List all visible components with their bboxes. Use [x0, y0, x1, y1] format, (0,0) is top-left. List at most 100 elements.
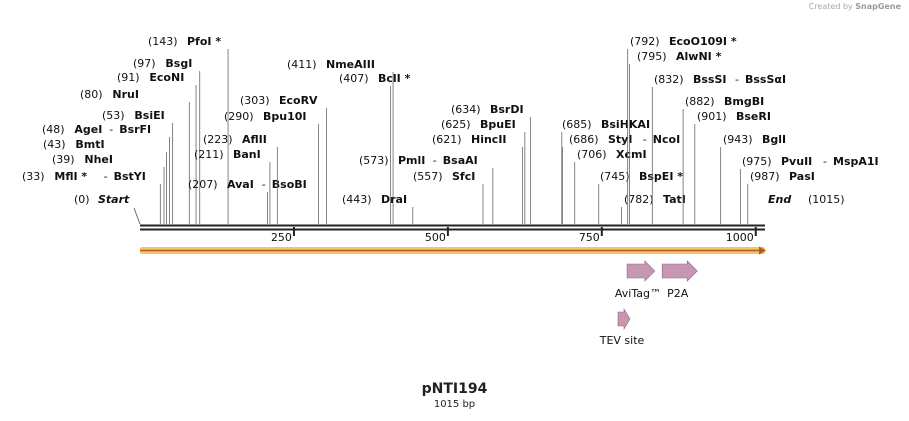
enzyme-name[interactable]: SfcI: [452, 170, 475, 183]
site-position: (211): [194, 148, 224, 161]
enzyme-name[interactable]: AvaI: [227, 178, 254, 191]
site-position: (634): [451, 103, 481, 116]
site-separator: -: [104, 170, 108, 183]
enzyme-name[interactable]: Bpu10I: [263, 110, 307, 123]
site-position: (143): [148, 35, 178, 48]
enzyme-name[interactable]: EcoRV: [279, 94, 318, 107]
enzyme-name[interactable]: PasI: [789, 170, 815, 183]
enzyme-name[interactable]: XcmI: [616, 148, 647, 161]
enzyme-name[interactable]: BstYI: [114, 170, 146, 183]
site-position: (33): [22, 170, 45, 183]
site-position: (53): [102, 109, 125, 122]
credit-prefix: Created by: [808, 2, 853, 11]
site-position: (882): [685, 95, 715, 108]
enzyme-name[interactable]: PmlI: [398, 154, 425, 167]
site-position: (443): [342, 193, 372, 206]
enzyme-name[interactable]: BspEI *: [639, 170, 683, 183]
site-position: (901): [697, 110, 727, 123]
enzyme-name[interactable]: BmtI: [75, 138, 104, 151]
avitag-feature-label: AviTag™: [615, 287, 661, 300]
enzyme-name[interactable]: AgeI: [74, 123, 102, 136]
enzyme-name[interactable]: BglI: [762, 133, 786, 146]
site-separator: -: [433, 154, 437, 167]
site-position: (43): [43, 138, 66, 151]
plasmid-length: 1015 bp: [433, 399, 476, 410]
site-position: (223): [203, 133, 233, 146]
start-label: Start: [98, 193, 130, 206]
enzyme-name[interactable]: AflII: [242, 133, 267, 146]
enzyme-name[interactable]: NcoI: [653, 133, 680, 146]
p2a-feature-label: P2A: [667, 287, 689, 300]
enzyme-name[interactable]: TatI: [663, 193, 686, 206]
site-position: (303): [240, 94, 270, 107]
enzyme-name[interactable]: BanI: [233, 148, 261, 161]
enzyme-name[interactable]: EcoO109I *: [669, 35, 737, 48]
site-position: (411): [287, 58, 317, 71]
enzyme-name[interactable]: BsiHKAI: [601, 118, 650, 131]
ruler-tick-label: 750: [579, 231, 600, 244]
enzyme-name[interactable]: MspA1I: [833, 155, 879, 168]
ruler-tick-label: 500: [425, 231, 446, 244]
enzyme-name[interactable]: BmgBI: [724, 95, 764, 108]
enzyme-name[interactable]: BsaAI: [443, 154, 478, 167]
site-position: (832): [654, 73, 684, 86]
site-separator: -: [109, 123, 113, 136]
site-separator: -: [735, 73, 739, 86]
enzyme-name[interactable]: BssSI: [693, 73, 727, 86]
site-position: (48): [42, 123, 65, 136]
end-label: End: [768, 193, 791, 206]
enzyme-name[interactable]: StyI: [608, 133, 632, 146]
ruler-tick-label: 250: [271, 231, 292, 244]
site-position: (686): [569, 133, 599, 146]
site-position: (80): [80, 88, 103, 101]
site-separator: -: [643, 133, 647, 146]
site-position: (625): [441, 118, 471, 131]
site-separator: -: [262, 178, 266, 191]
tev-site-feature-label: TEV site: [599, 334, 645, 347]
site-position: (782): [624, 193, 654, 206]
enzyme-name[interactable]: PvuII: [781, 155, 812, 168]
avitag-feature-arrow[interactable]: [626, 260, 656, 282]
snapgene-credit: Created by SnapGene: [809, 2, 901, 11]
enzyme-name[interactable]: BsoBI: [272, 178, 307, 191]
p2a-feature-arrow[interactable]: [661, 260, 698, 282]
site-position: (97): [133, 57, 156, 70]
credit-brand: SnapGene: [855, 2, 901, 11]
enzyme-name[interactable]: BseRI: [736, 110, 771, 123]
site-position: (943): [723, 133, 753, 146]
end-position: (1015): [808, 193, 845, 206]
enzyme-name[interactable]: EcoNI: [149, 71, 184, 84]
site-position: (91): [117, 71, 140, 84]
site-position: (745): [600, 170, 630, 183]
enzyme-name[interactable]: BsgI: [165, 57, 192, 70]
site-position: (987): [750, 170, 780, 183]
enzyme-name[interactable]: BsiEI: [134, 109, 164, 122]
enzyme-name[interactable]: BssSαI: [745, 73, 786, 86]
site-position: (706): [577, 148, 607, 161]
enzyme-name[interactable]: BclI *: [378, 72, 411, 85]
site-position: (795): [637, 50, 667, 63]
enzyme-name[interactable]: NmeAIII: [326, 58, 375, 71]
start-leader: [133, 207, 141, 225]
enzyme-name[interactable]: AlwNI *: [676, 50, 722, 63]
enzyme-name[interactable]: NruI: [112, 88, 139, 101]
site-position: (621): [432, 133, 462, 146]
enzyme-name[interactable]: BsrFI: [119, 123, 151, 136]
site-position: (290): [224, 110, 254, 123]
ruler-tick-label: 1000: [726, 231, 754, 244]
enzyme-name[interactable]: NheI: [84, 153, 113, 166]
tev-site-feature-arrow[interactable]: [617, 307, 631, 331]
site-position: (685): [562, 118, 592, 131]
enzyme-name[interactable]: DraI: [381, 193, 407, 206]
enzyme-name[interactable]: BsrDI: [490, 103, 524, 116]
site-position: (573): [359, 154, 389, 167]
enzyme-name[interactable]: HincII: [471, 133, 507, 146]
site-position: (39): [52, 153, 75, 166]
site-position: (407): [339, 72, 369, 85]
site-position: (792): [630, 35, 660, 48]
enzyme-name[interactable]: PfoI *: [187, 35, 221, 48]
site-position: (207): [188, 178, 218, 191]
enzyme-name[interactable]: BpuEI: [480, 118, 516, 131]
enzyme-name[interactable]: MflI *: [54, 170, 87, 183]
